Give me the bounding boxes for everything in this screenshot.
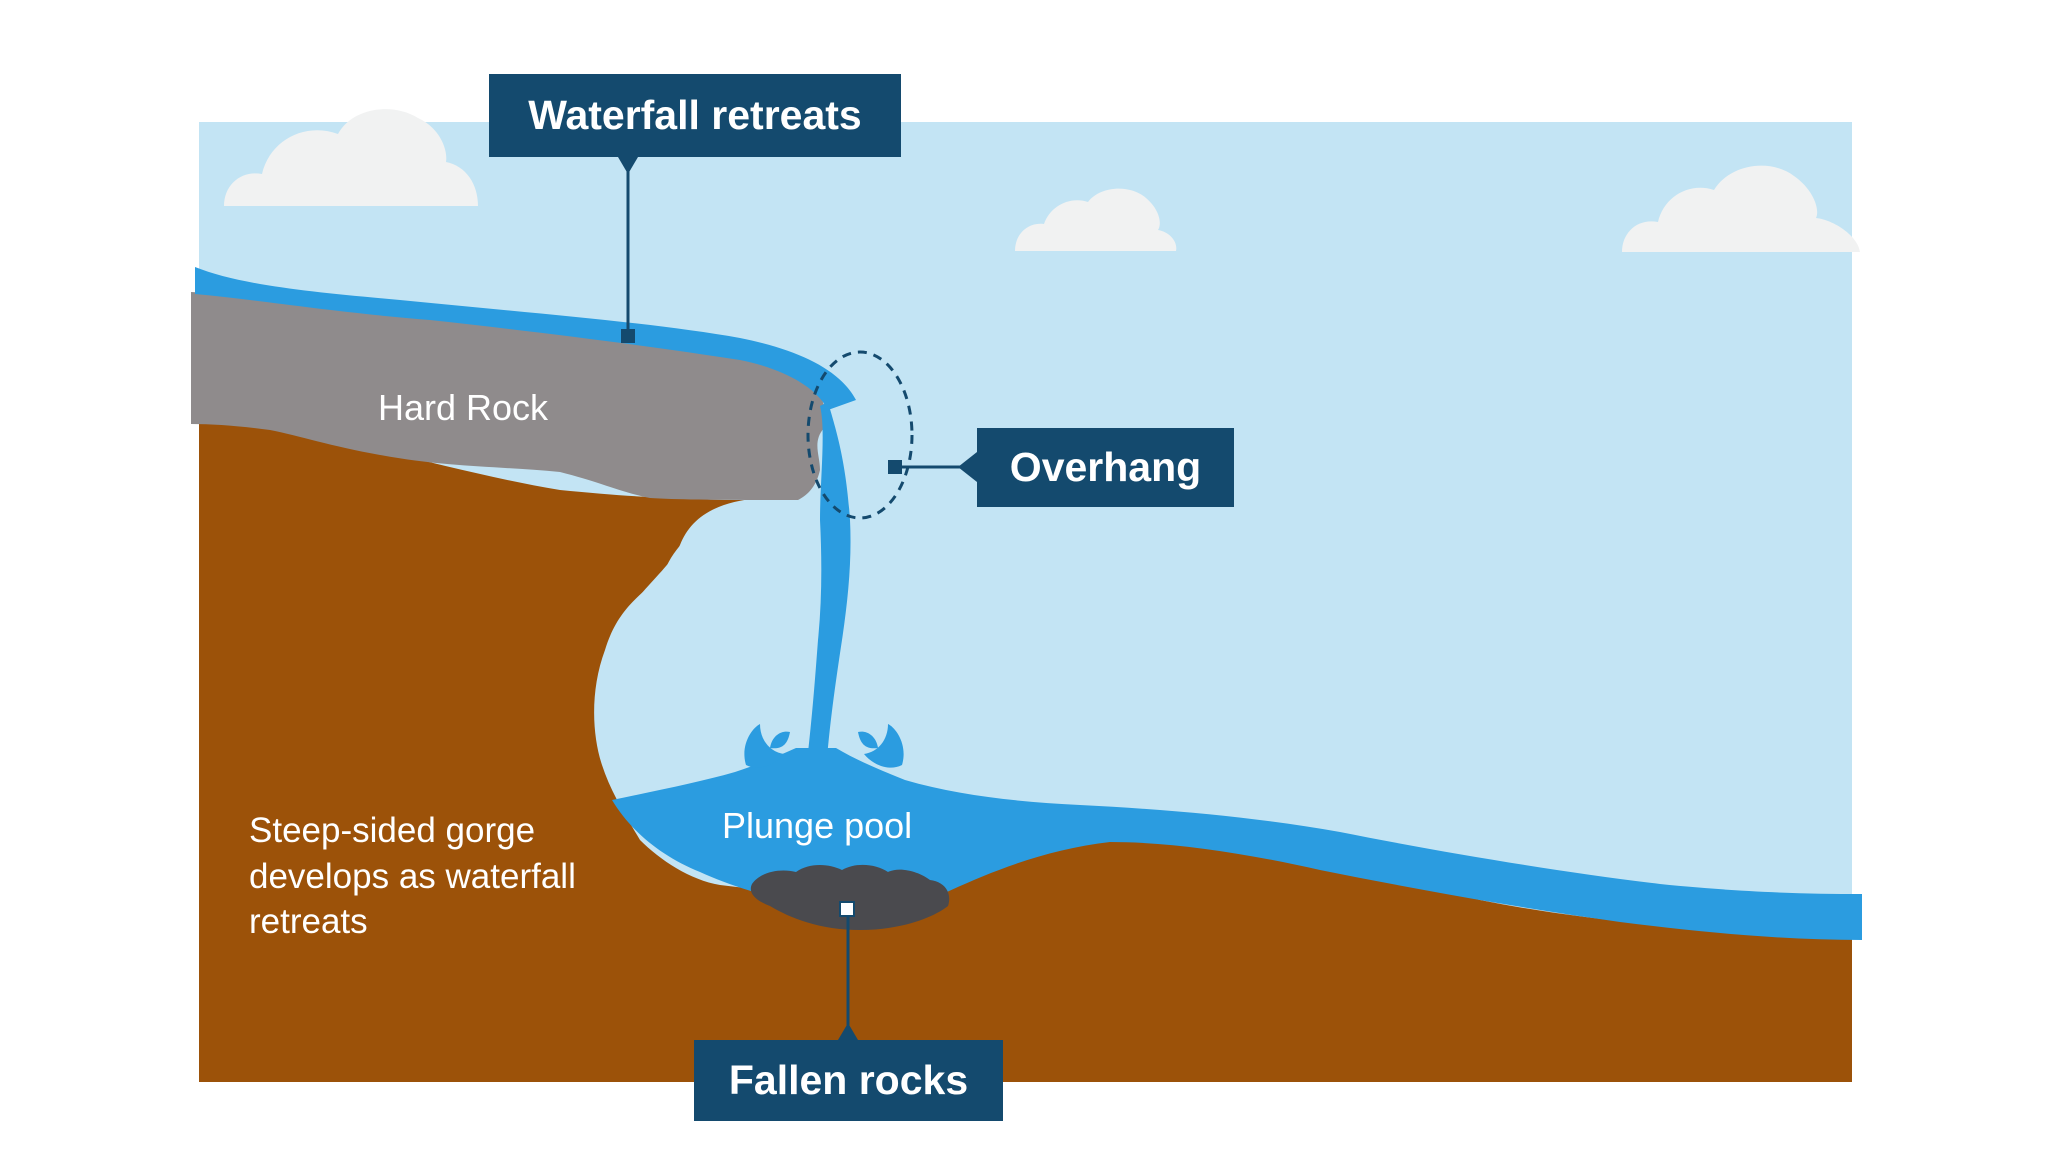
overhang-callout: Overhang: [977, 428, 1234, 507]
cloud-icon: [224, 109, 478, 206]
waterfall-retreats-leader: [618, 157, 638, 343]
waterfall-stream: [806, 402, 851, 770]
overhang-leader: [888, 452, 977, 482]
plunge-pool-label: Plunge pool: [722, 805, 913, 846]
fallen-rocks-leader: [838, 901, 858, 1040]
overhang-highlight-circle: [806, 350, 914, 520]
river-upper: [195, 267, 856, 410]
ground: [199, 420, 1852, 1082]
gorge-description-label: Steep-sided gorge develops as waterfall …: [249, 811, 576, 941]
hard-rock-label: Hard Rock: [378, 387, 549, 428]
undercut-cavity: [597, 498, 820, 820]
fallen-rocks: [750, 864, 950, 930]
fallen-rocks-callout: Fallen rocks: [694, 1040, 1003, 1121]
waterfall-retreats-callout: Waterfall retreats: [489, 74, 901, 157]
splash-icon: [744, 724, 904, 768]
cloud-icon: [1015, 188, 1177, 251]
cloud-icon: [1622, 165, 1860, 252]
